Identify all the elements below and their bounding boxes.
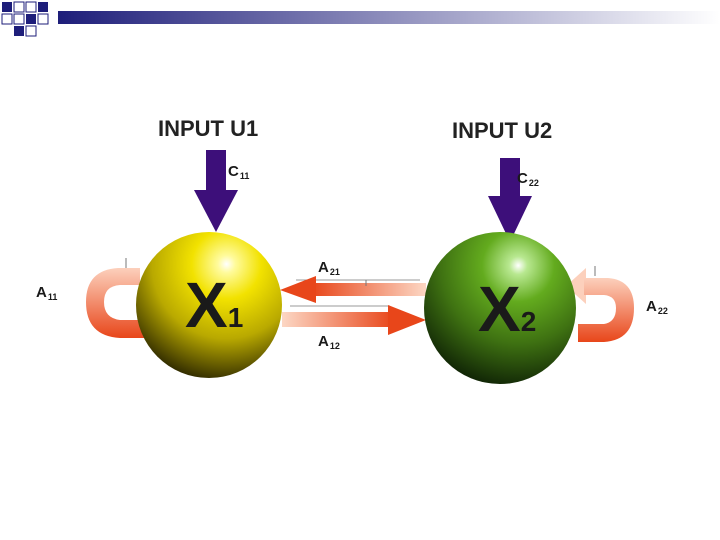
input-arrow-head [488,196,532,242]
header-square [13,1,25,13]
loop-band [86,268,145,338]
coef-label-c22: C22 [517,170,539,188]
coef-main: C [228,163,239,180]
header-square [25,1,37,13]
input-label-text: INPUT U2 [452,118,553,143]
input-label-u2: INPUT U2 [452,118,552,144]
self-loop-label-a11: A11 [36,284,57,302]
coef-main: C [517,170,528,187]
coupling-label-a21: A21 [318,259,340,277]
coupling-arrow-a21 [280,276,426,303]
coef-sub: 11 [239,171,250,181]
header-square [25,25,37,37]
node-main: X [185,269,228,341]
coef-sub: 22 [528,178,539,188]
coupling-arrow-a12 [282,305,426,335]
arrow-shaft [312,283,426,296]
input-label-u1: INPUT U1 [158,116,258,142]
self-loop-a22 [566,266,634,342]
header-square [38,2,48,12]
header-bar [1,1,720,37]
loop-band [578,278,634,342]
input-arrow-shaft [500,158,520,196]
node-label-x1: X1 [185,268,243,342]
node-sub: 1 [227,302,244,333]
node-main: X [478,273,521,345]
coupling-sub: 21 [329,267,340,277]
coupling-main: A [318,259,329,276]
loop-arrowhead [566,268,586,304]
input-arrow-shaft [206,150,226,190]
header-square [2,2,12,12]
arrow-head [280,276,316,303]
input-arrow-u1 [194,150,238,232]
self-loop-sub: 11 [47,292,58,302]
coupling-label-a12: A12 [318,333,340,351]
coupling-sub: 12 [329,341,340,351]
coef-label-c11: C11 [228,163,249,181]
node-x1-sphere [136,232,282,378]
node-sub: 2 [520,306,537,337]
self-loop-sub: 22 [657,306,668,316]
header-square [1,13,13,25]
arrow-shaft [282,312,394,327]
header-gradient-bar [58,11,720,24]
self-loop-main: A [36,284,47,301]
header-square [13,13,25,25]
header-square [37,13,49,25]
arrow-head [388,305,426,335]
header-square [14,26,24,36]
node-x2-sphere [424,232,576,384]
self-loop-a11 [86,258,145,338]
self-loop-main: A [646,298,657,315]
self-loop-label-a22: A22 [646,298,668,316]
input-arrow-u2 [488,158,532,242]
node-label-x2: X2 [478,272,536,346]
header-square [26,14,36,24]
input-arrow-head [194,190,238,232]
input-label-text: INPUT U1 [158,116,259,141]
coupling-main: A [318,333,329,350]
